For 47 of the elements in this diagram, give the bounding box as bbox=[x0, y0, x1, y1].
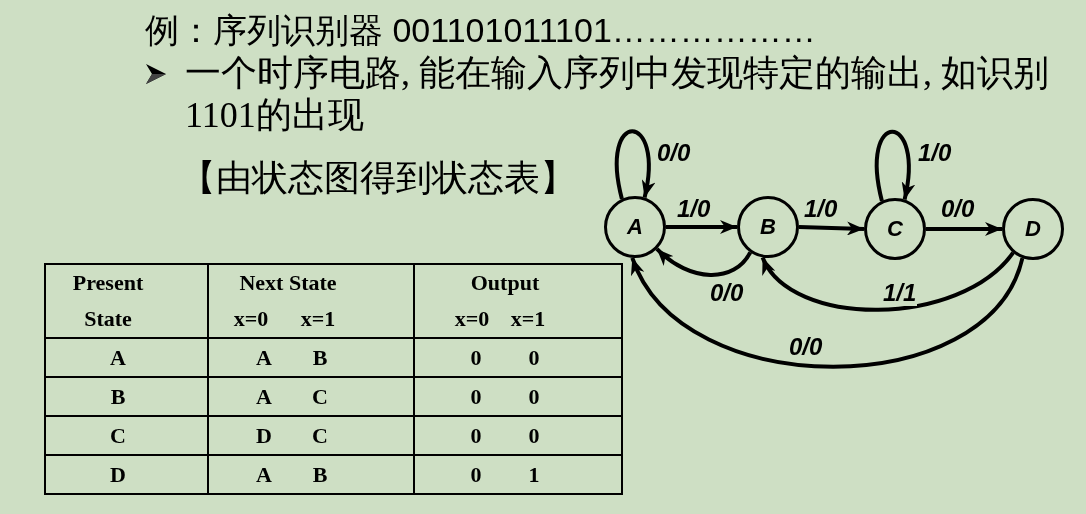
next-state: C bbox=[312, 422, 328, 450]
next-state: B bbox=[312, 344, 328, 372]
column-heading: x=0 bbox=[233, 305, 269, 333]
next-state: A bbox=[256, 461, 272, 489]
section-heading: 【由状态图得到状态表】 bbox=[180, 156, 576, 200]
output-value: 0 bbox=[470, 461, 482, 489]
column-heading: Output bbox=[470, 269, 540, 297]
output-value: 0 bbox=[470, 383, 482, 411]
transition-arrow bbox=[874, 130, 915, 202]
state-label: A bbox=[627, 215, 643, 239]
output-value: 0 bbox=[528, 383, 540, 411]
output-value: 0 bbox=[528, 422, 540, 450]
column-heading: x=0 bbox=[454, 305, 490, 333]
slide-title: 例：序列识别器 001101011101……………… bbox=[145, 10, 816, 51]
transition-arrow bbox=[798, 221, 865, 236]
transition-arrow bbox=[760, 251, 1015, 312]
column-heading: Next State bbox=[239, 269, 337, 297]
next-state: A bbox=[256, 344, 272, 372]
next-state: D bbox=[256, 422, 272, 450]
output-value: 0 bbox=[470, 344, 482, 372]
state-name: D bbox=[110, 461, 126, 489]
transition-arrow bbox=[630, 257, 1025, 369]
transition-arrow bbox=[614, 129, 655, 200]
state-name: A bbox=[110, 344, 126, 372]
edge-label: 1/1 bbox=[882, 280, 918, 306]
transition-arrow bbox=[666, 220, 737, 234]
column-heading: Present State bbox=[71, 269, 145, 333]
output-value: 0 bbox=[470, 422, 482, 450]
state-name: B bbox=[110, 383, 126, 411]
state-name: C bbox=[110, 422, 126, 450]
state-circle bbox=[864, 198, 926, 260]
state-circle bbox=[1002, 198, 1064, 260]
state-circle bbox=[737, 196, 799, 258]
column-heading: x=1 bbox=[300, 305, 336, 333]
next-state: C bbox=[312, 383, 328, 411]
state-label: D bbox=[1025, 217, 1041, 241]
output-value: 1 bbox=[528, 461, 540, 489]
next-state: A bbox=[256, 383, 272, 411]
bullet-text: 一个时序电路, 能在输入序列中发现特定的输出, 如识别1101的出现 bbox=[185, 52, 1050, 136]
transition-arrow bbox=[926, 222, 1002, 236]
column-heading: x=1 bbox=[510, 305, 546, 333]
output-value: 0 bbox=[528, 344, 540, 372]
next-state: B bbox=[312, 461, 328, 489]
state-circle bbox=[604, 196, 666, 258]
state-label: C bbox=[887, 217, 903, 241]
state-label: B bbox=[760, 215, 776, 239]
transition-arrow bbox=[655, 247, 752, 277]
